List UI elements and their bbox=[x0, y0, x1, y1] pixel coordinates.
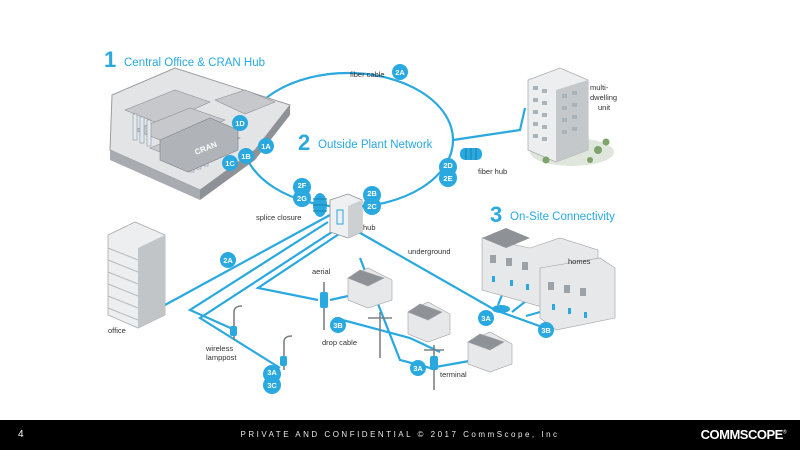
line-hub-lamp-1 bbox=[187, 221, 329, 332]
badges: 1D 1A 1B 1C 2A 2A 3B 3A 3B 3A 2D 2E 2F 2… bbox=[220, 64, 554, 394]
section-1-title: 1 Central Office & CRAN Hub bbox=[104, 47, 265, 72]
section-2-text: Outside Plant Network bbox=[318, 139, 433, 151]
fiber-cable-label: fiber cable bbox=[350, 70, 385, 79]
svg-text:2D: 2D bbox=[443, 161, 453, 170]
wireless-label: wireless bbox=[205, 344, 233, 353]
houses-center bbox=[347, 267, 513, 373]
badge-2a-top: 2A bbox=[392, 64, 408, 80]
splice-closure-device bbox=[313, 193, 327, 217]
badge-3b-right: 3B bbox=[538, 322, 554, 338]
splice-closure-label: splice closure bbox=[256, 213, 301, 222]
office-building: office bbox=[107, 221, 166, 335]
section-2-number: 2 bbox=[298, 130, 310, 155]
page-number: 4 bbox=[18, 429, 24, 440]
badge-1d: 1D bbox=[232, 115, 248, 131]
svg-text:1D: 1D bbox=[235, 119, 245, 128]
svg-text:2B: 2B bbox=[367, 189, 377, 198]
lamppost-label: lamppost bbox=[206, 353, 237, 362]
svg-text:2G: 2G bbox=[297, 194, 307, 203]
mdu-label-3: unit bbox=[598, 103, 611, 112]
svg-text:3B: 3B bbox=[541, 326, 551, 335]
section-3-text: On-Site Connectivity bbox=[510, 211, 615, 223]
svg-text:1C: 1C bbox=[225, 159, 235, 168]
svg-text:2C: 2C bbox=[367, 202, 377, 211]
svg-text:2A: 2A bbox=[223, 256, 233, 265]
svg-text:3A: 3A bbox=[413, 364, 423, 373]
mdu-label-2: dwelling bbox=[590, 93, 617, 102]
badge-3a-bottom: 3A bbox=[410, 360, 426, 376]
underground-label: underground bbox=[408, 247, 451, 256]
badge-3a-right: 3A bbox=[478, 310, 494, 326]
logo-text: COMMSCOPE bbox=[700, 427, 784, 442]
svg-text:2F: 2F bbox=[298, 181, 307, 190]
line-to-mdu bbox=[452, 107, 527, 142]
svg-text:1B: 1B bbox=[241, 152, 251, 161]
line-to-office bbox=[164, 214, 331, 306]
badge-1c: 1C bbox=[222, 155, 238, 171]
equipment bbox=[230, 292, 510, 370]
line-to-aerial bbox=[255, 229, 346, 302]
svg-text:3A: 3A bbox=[267, 368, 277, 377]
svg-text:3B: 3B bbox=[333, 321, 343, 330]
terminal-label: terminal bbox=[440, 370, 467, 379]
badge-2b-2c: 2B 2C bbox=[363, 186, 381, 215]
fiber-hub-label: fiber hub bbox=[478, 167, 507, 176]
svg-text:3A: 3A bbox=[481, 314, 491, 323]
badge-1b: 1B bbox=[238, 148, 254, 164]
section-3-number: 3 bbox=[490, 202, 502, 227]
footer-bar: 4 PRIVATE AND CONFIDENTIAL © 2017 CommSc… bbox=[0, 420, 800, 450]
badge-1a: 1A bbox=[258, 138, 274, 154]
svg-text:2E: 2E bbox=[443, 174, 452, 183]
section-3-title: 3 On-Site Connectivity bbox=[490, 202, 615, 227]
aerial-label: aerial bbox=[312, 267, 331, 276]
section-1-number: 1 bbox=[104, 47, 116, 72]
badge-2a-left: 2A bbox=[220, 252, 236, 268]
section-1-text: Central Office & CRAN Hub bbox=[124, 57, 265, 69]
confidential-notice: PRIVATE AND CONFIDENTIAL © 2017 CommScop… bbox=[240, 430, 560, 439]
logo-mark: ® bbox=[782, 429, 787, 436]
labels: fiber cable fiber hub splice closure hub… bbox=[205, 70, 507, 379]
multi-dwelling-building: multi- dwelling unit bbox=[527, 67, 617, 166]
badge-3b-center: 3B bbox=[330, 317, 346, 333]
central-office-building: CRAN bbox=[109, 67, 291, 200]
badge-2f-2g: 2F 2G bbox=[293, 178, 311, 207]
line-hub-lamp-2 bbox=[197, 227, 339, 369]
badge-2d-2e: 2D 2E bbox=[439, 158, 457, 187]
drop-cable-label: drop cable bbox=[322, 338, 357, 347]
svg-text:3C: 3C bbox=[267, 381, 277, 390]
commscope-logo: COMMSCOPE® bbox=[700, 427, 787, 442]
row-homes: homes bbox=[481, 228, 616, 331]
network-diagram: CRAN multi- dwelling unit bbox=[104, 47, 617, 394]
fiber-hub-device bbox=[460, 148, 482, 160]
section-2-title: 2 Outside Plant Network bbox=[298, 130, 433, 155]
badge-3a-3c: 3A 3C bbox=[263, 365, 281, 394]
office-label: office bbox=[108, 326, 126, 335]
svg-text:1A: 1A bbox=[261, 142, 271, 151]
homes-label: homes bbox=[568, 257, 591, 266]
hub-cabinet bbox=[329, 193, 363, 239]
mdu-label-1: multi- bbox=[590, 83, 609, 92]
svg-text:2A: 2A bbox=[395, 68, 405, 77]
hub-label: hub bbox=[363, 223, 376, 232]
